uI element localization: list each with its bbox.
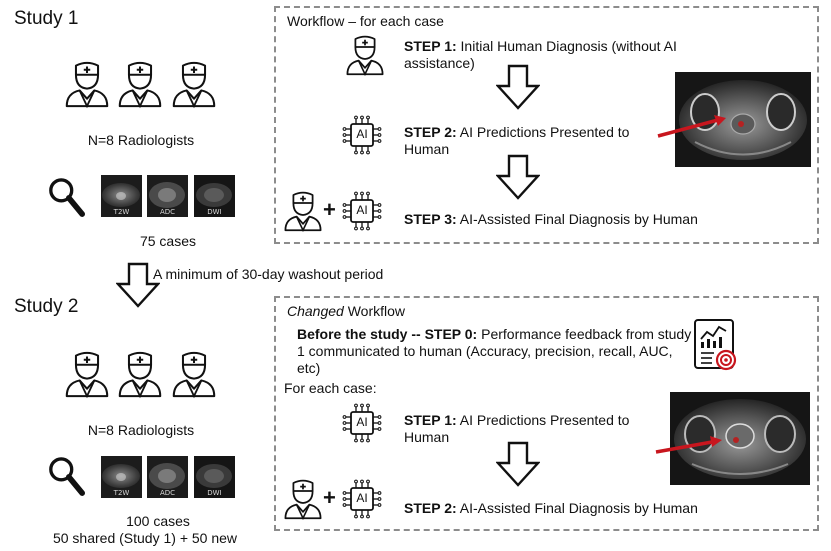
doctor-icon <box>345 34 385 76</box>
doctor-icon <box>283 478 323 520</box>
adc-thumbnail: ADC <box>147 456 188 498</box>
workflow1-step2: STEP 2: AI Predictions Presented to Huma… <box>404 124 644 158</box>
ai-chip-icon: AI <box>342 191 382 231</box>
w2-step1-text: AI Predictions Presented to Human <box>404 412 630 445</box>
study2-title: Study 2 <box>14 296 79 317</box>
step1-label: STEP 1: <box>404 38 457 54</box>
doctor-icon <box>64 349 110 399</box>
magnifier-icon <box>47 176 85 218</box>
t2w-thumbnail: T2W <box>101 456 142 498</box>
workflow2-step2: STEP 2: AI-Assisted Final Diagnosis by H… <box>404 500 764 517</box>
doctor-icon <box>171 59 217 109</box>
t2w-thumbnail: T2W <box>101 175 142 217</box>
washout-text: A minimum of 30-day washout period <box>153 266 384 282</box>
pointer-arrow <box>657 115 726 138</box>
thumb-label: T2W <box>113 489 130 497</box>
doctor-icon <box>64 59 110 109</box>
doctor-icon <box>117 349 163 399</box>
magnifier-icon <box>47 455 85 497</box>
study2-cases: 100 cases <box>126 513 190 529</box>
workflow2-step0: Before the study -- STEP 0: Performance … <box>297 326 695 377</box>
workflow2-for-each: For each case: <box>284 380 377 396</box>
ai-chip-text: AI <box>356 415 368 429</box>
down-arrow-icon <box>496 441 540 487</box>
thumb-label: ADC <box>159 208 176 216</box>
workflow1-step1: STEP 1: Initial Human Diagnosis (without… <box>404 38 704 72</box>
step0-label: Before the study -- STEP 0: <box>297 326 478 342</box>
mri-image <box>670 392 810 485</box>
ai-chip-text: AI <box>356 127 368 141</box>
study1-radiologists: N=8 Radiologists <box>87 132 195 148</box>
w2-step2-label: STEP 2: <box>404 500 457 516</box>
doctor-icon <box>117 59 163 109</box>
step1-text: Initial Human Diagnosis (without AI assi… <box>404 38 677 71</box>
workflow1-title: Workflow – for each case <box>287 13 444 29</box>
workflow2-title: Changed Workflow <box>287 303 405 320</box>
workflow2-box <box>274 296 819 531</box>
thumb-label: DWI <box>207 208 222 216</box>
dwi-thumbnail: DWI <box>194 175 235 217</box>
mri-image <box>675 72 811 167</box>
pointer-arrow <box>655 436 722 454</box>
step3-label: STEP 3: <box>404 211 457 227</box>
study1-title: Study 1 <box>14 8 79 29</box>
w2-step1-label: STEP 1: <box>404 412 457 428</box>
step3-text: AI-Assisted Final Diagnosis by Human <box>456 211 698 227</box>
plus-sign: + <box>323 197 336 222</box>
thumb-label: ADC <box>159 489 176 497</box>
study2-cases-detail: 50 shared (Study 1) + 50 new <box>52 530 238 546</box>
w2-step2-text: AI-Assisted Final Diagnosis by Human <box>456 500 698 516</box>
dwi-thumbnail: DWI <box>194 456 235 498</box>
workflow2-title-italic: Changed <box>287 303 344 319</box>
ai-chip-icon: AI <box>342 403 382 443</box>
thumb-label: DWI <box>207 489 222 497</box>
thumb-label: T2W <box>113 208 130 216</box>
report-chart-icon <box>694 319 737 371</box>
study2-radiologists: N=8 Radiologists <box>87 422 195 438</box>
step2-text: AI Predictions Presented to Human <box>404 124 630 157</box>
doctor-icon <box>171 349 217 399</box>
adc-thumbnail: ADC <box>147 175 188 217</box>
step2-label: STEP 2: <box>404 124 457 140</box>
ai-chip-text: AI <box>356 491 368 505</box>
ai-chip-icon: AI <box>342 115 382 155</box>
workflow2-title-rest: Workflow <box>343 303 406 319</box>
doctor-icon <box>283 190 323 232</box>
plus-sign: + <box>323 485 336 510</box>
workflow1-step3: STEP 3: AI-Assisted Final Diagnosis by H… <box>404 211 764 228</box>
ai-chip-text: AI <box>356 203 368 217</box>
step0-text: Performance feedback from study 1 commun… <box>297 326 692 376</box>
ai-chip-icon: AI <box>342 479 382 519</box>
down-arrow-icon <box>496 154 540 200</box>
down-arrow-icon <box>496 64 540 110</box>
study1-cases: 75 cases <box>139 233 197 249</box>
workflow1-box <box>274 6 819 244</box>
workflow2-step1: STEP 1: AI Predictions Presented to Huma… <box>404 412 644 446</box>
